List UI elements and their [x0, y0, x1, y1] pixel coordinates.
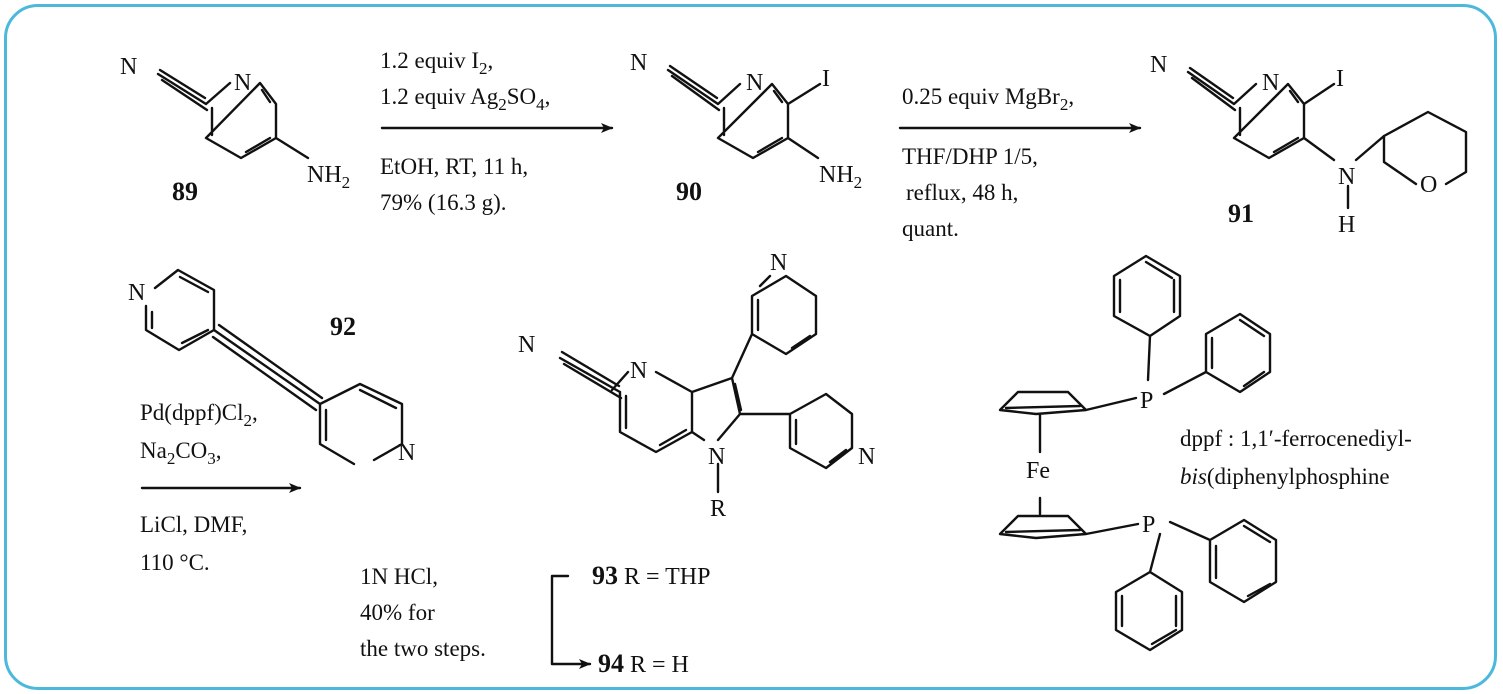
- iron-label: Fe: [1026, 458, 1050, 484]
- compound-number-90: 90: [676, 177, 702, 206]
- dppf-bonds: [998, 254, 1278, 652]
- step1-line1: 1.2 equiv I2,: [380, 48, 493, 78]
- compound-90-bonds: [666, 64, 822, 160]
- step4-line1: 1N HCl,: [360, 564, 438, 589]
- dppf-definition-line2: bis(diphenylphosphine: [1180, 464, 1390, 489]
- compound-92: N N 92: [128, 268, 415, 466]
- step1-line2: 1.2 equiv Ag2SO4,: [380, 84, 550, 114]
- phosphorus-2-label: P: [1142, 512, 1155, 538]
- product-94-label: 94 R = H: [598, 649, 689, 678]
- step2-line2: THF/DHP 1/5,: [902, 144, 1038, 169]
- amine-h-label: H: [1338, 212, 1355, 238]
- step2-line4: quant.: [902, 216, 959, 241]
- compound-number-89: 89: [172, 177, 198, 206]
- pyridine-n1-label: N: [128, 280, 145, 306]
- r-group-label: R: [710, 496, 726, 522]
- scheme-frame: [4, 4, 1497, 690]
- step2-line1: 0.25 equiv MgBr2,: [902, 84, 1074, 114]
- step4-line2: 40% for: [360, 600, 435, 625]
- ring-n-label: N: [1262, 70, 1279, 96]
- iodo-label: I: [1336, 66, 1344, 92]
- step1-line4: 79% (16.3 g).: [380, 190, 506, 215]
- pyridine-n2-label: N: [398, 440, 415, 466]
- nitrile-n-label: N: [1150, 52, 1167, 78]
- step3-line4: 110 °C.: [140, 550, 210, 575]
- compound-93-bonds: [558, 274, 854, 494]
- step4-bracket: [550, 574, 570, 666]
- dppf-definition-line1: dppf : 1,1′-ferrocenediyl-: [1180, 426, 1412, 451]
- compound-number-92: 92: [330, 312, 356, 341]
- step-1: 1.2 equiv I2, 1.2 equiv Ag2SO4, EtOH, RT…: [380, 48, 614, 215]
- nitrile-n-label: N: [518, 332, 535, 358]
- step4-line3: the two steps.: [360, 636, 486, 661]
- compound-91-bonds: [1186, 66, 1468, 210]
- pyridyl-n-top-label: N: [770, 250, 787, 276]
- compound-91: N N I N H O 91: [1150, 52, 1468, 238]
- amine-n-label: N: [1338, 164, 1355, 190]
- thp-oxygen-label: O: [1420, 172, 1437, 198]
- ring-n-label: N: [630, 358, 647, 384]
- step-3: Pd(dppf)Cl2, Na2CO3, LiCl, DMF, 110 °C.: [140, 400, 302, 575]
- step3-line1: Pd(dppf)Cl2,: [140, 400, 258, 430]
- step-2: 0.25 equiv MgBr2, THF/DHP 1/5, reflux, 4…: [898, 84, 1142, 241]
- compound-92-bonds: [144, 268, 404, 466]
- pyridyl-n-right-label: N: [858, 444, 875, 470]
- ring-n-label: N: [746, 70, 763, 96]
- step1-line3: EtOH, RT, 11 h,: [380, 154, 528, 179]
- dppf-structure: P P Fe dppf : 1,1′-ferrocenediyl- bis(di…: [998, 254, 1412, 652]
- product-93-label: 93 R = THP: [592, 561, 710, 590]
- step3-line2: Na2CO3,: [140, 438, 222, 468]
- amine-label: NH2: [307, 162, 350, 192]
- compound-89: N N NH2 89: [120, 54, 350, 206]
- compound-90: N N I NH2 90: [630, 50, 862, 206]
- ring-n-label: N: [234, 70, 251, 96]
- nitrile-n-label: N: [630, 50, 647, 76]
- step3-line3: LiCl, DMF,: [140, 512, 247, 537]
- compound-93: N N N R N N 93 R = THP 94 R = H: [518, 250, 875, 678]
- pyrrole-n-label: N: [708, 444, 725, 470]
- step2-line3: reflux, 48 h,: [906, 180, 1018, 205]
- amine-label: NH2: [819, 162, 862, 192]
- compound-number-91: 91: [1228, 199, 1254, 228]
- phosphorus-1-label: P: [1140, 388, 1153, 414]
- iodo-label: I: [822, 66, 830, 92]
- step-4: 1N HCl, 40% for the two steps.: [360, 564, 592, 669]
- nitrile-n-label: N: [120, 54, 137, 80]
- compound-89-bonds: [156, 68, 310, 160]
